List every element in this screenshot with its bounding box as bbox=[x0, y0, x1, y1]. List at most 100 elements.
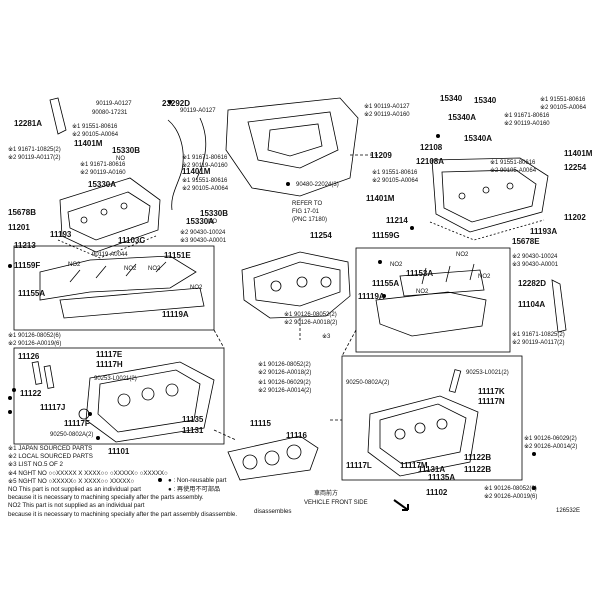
part-label: NO2 bbox=[68, 262, 81, 268]
part-label: ※1 91551-80616 bbox=[372, 170, 418, 176]
part-label: 90119-A0127 bbox=[96, 101, 132, 107]
part-label: ※1 90126-06029(2) bbox=[258, 380, 311, 386]
legend-nonreusable-jp: ● : 再使用不可部品 bbox=[168, 486, 221, 493]
part-label: ※1 90126-08052(6) bbox=[484, 486, 537, 492]
part-label: 11401M bbox=[564, 149, 593, 158]
left-head-box bbox=[13, 347, 225, 445]
left-cylinder-head bbox=[85, 361, 215, 443]
part-label: 11201 bbox=[8, 223, 30, 232]
part-label: ※2 90105-A0064 bbox=[72, 132, 119, 138]
part-label: 90480-22024(3) bbox=[296, 182, 339, 188]
note-line: NO This part is not supplied as an indiv… bbox=[8, 486, 141, 494]
part-label: ※3 bbox=[322, 334, 331, 340]
part-label: 11119A bbox=[358, 292, 385, 301]
part-label: 11155A bbox=[372, 279, 400, 288]
part-label: 11401M bbox=[182, 167, 211, 176]
part-label: ※2 90430-10024 bbox=[180, 230, 226, 236]
part-label: 11131 bbox=[182, 426, 204, 435]
part-label: 11122B bbox=[464, 465, 492, 474]
part-label: ※1 91551-80616 bbox=[490, 160, 536, 166]
part-label: 11401M bbox=[74, 139, 103, 148]
note-line: ※5 NGHT NO ○XXXXX○ X XXXX○○ XXXXX○ bbox=[8, 477, 135, 485]
right-head-box bbox=[341, 355, 523, 481]
note-line: because it is necessary to machining spe… bbox=[8, 510, 238, 518]
legend-disassemble: disassembles bbox=[254, 508, 292, 515]
part-label: 15340 bbox=[440, 94, 463, 103]
oil-filler-part bbox=[49, 97, 67, 135]
part-label: 11117K bbox=[478, 387, 505, 396]
part-label: 11104A bbox=[518, 300, 546, 309]
head-gasket bbox=[227, 435, 319, 481]
part-label: 11131A bbox=[418, 465, 446, 474]
part-label: (PNC 17180) bbox=[292, 217, 328, 223]
part-label: ※1 91671-80616 bbox=[504, 113, 550, 119]
part-label: 90250-0802A(2) bbox=[50, 432, 94, 438]
part-label: 15340 bbox=[474, 96, 497, 105]
part-label: 12282D bbox=[518, 279, 547, 288]
part-label: 15340A bbox=[448, 113, 477, 122]
notes-block: ※1 JAPAN SOURCED PARTS ※2 LOCAL SOURCED … bbox=[8, 445, 238, 518]
part-label: ※2 90105-A0064 bbox=[372, 178, 419, 184]
part-label: 12108 bbox=[420, 143, 443, 152]
part-label: 11117E bbox=[96, 350, 123, 359]
part-label: 11117F bbox=[64, 419, 90, 428]
part-label: 90253-L0021(2) bbox=[94, 376, 137, 382]
right-cylinder-head bbox=[367, 395, 479, 477]
part-label: 11202 bbox=[564, 213, 586, 222]
part-label: 23292D bbox=[162, 99, 191, 108]
left-cam-cover bbox=[59, 177, 161, 253]
part-label: 15330B bbox=[112, 146, 141, 155]
part-label: 11193A bbox=[530, 227, 558, 236]
part-label: FIG 17-01 bbox=[292, 209, 320, 215]
part-label: 12108A bbox=[416, 157, 445, 166]
part-label: ※1 90126-06029(2) bbox=[524, 436, 577, 442]
part-label: ※2 90119-A0160 bbox=[504, 121, 550, 127]
part-label: ※2 90126-A0018(2) bbox=[284, 320, 338, 326]
part-label: 11159F bbox=[14, 261, 41, 270]
part-label: 11135A bbox=[428, 473, 456, 482]
part-label: 90119-A0044 bbox=[92, 252, 128, 258]
part-label: 11153A bbox=[406, 269, 434, 278]
note-line: ※4 NGHT NO ○○XXXXX X XXXX○○ ○XXXXX○ ○XXX… bbox=[8, 469, 168, 477]
part-label: ※2 90119-A0160 bbox=[364, 112, 410, 118]
part-label: 90080-17231 bbox=[92, 110, 128, 116]
right-camshaft-box bbox=[355, 247, 511, 353]
note-line: NO2 This part is not supplied as an indi… bbox=[8, 502, 145, 510]
part-label: ※2 90430-10024 bbox=[512, 254, 558, 260]
part-label: REFER TO bbox=[292, 201, 323, 207]
right-oil-part bbox=[551, 279, 567, 333]
part-label: 11122 bbox=[20, 389, 42, 398]
part-label: ※3 90430-A0001 bbox=[180, 238, 227, 244]
part-label: NO2 bbox=[124, 266, 137, 272]
part-label: ※1 90126-08052(2) bbox=[258, 362, 311, 368]
part-label: NO2 bbox=[148, 266, 161, 272]
part-label: 90250-0802A(2) bbox=[346, 380, 390, 386]
part-label: 11116 bbox=[286, 431, 307, 440]
part-label: ※1 91671-80616 bbox=[80, 162, 126, 168]
part-label: 11155A bbox=[18, 289, 46, 298]
part-label: ※1 91551-80616 bbox=[182, 178, 228, 184]
part-label: ※2 90105-A0064 bbox=[540, 105, 587, 111]
part-label: ※1 90126-08052(2) bbox=[284, 312, 337, 318]
part-label: 11117M bbox=[400, 461, 428, 470]
part-label: ※1 91671-10825(2) bbox=[8, 147, 61, 153]
part-label: ※1 90119-A0127 bbox=[364, 104, 410, 110]
part-label: 11193 bbox=[50, 230, 72, 239]
note-line: because it is necessary to machining spe… bbox=[8, 494, 204, 502]
part-label: 15330A bbox=[186, 217, 215, 226]
part-label: 11122B bbox=[464, 453, 492, 462]
part-label: 90253-L0021(2) bbox=[466, 370, 509, 376]
note-line: ※3 LIST NO.5 OF 2 bbox=[8, 461, 63, 469]
part-label: ※2 90126-A0014(2) bbox=[524, 444, 578, 450]
part-label: 11214 bbox=[386, 216, 408, 225]
part-label: 11117N bbox=[478, 397, 505, 406]
part-label: NO2 bbox=[416, 289, 429, 295]
part-label: 11102 bbox=[426, 488, 448, 497]
part-label: 11126 bbox=[18, 352, 40, 361]
part-label: NO2 bbox=[390, 262, 403, 268]
part-label: ※1 90126-08052(6) bbox=[8, 333, 61, 339]
part-label: 11209 bbox=[370, 151, 392, 160]
part-label: NO2 bbox=[478, 274, 491, 280]
